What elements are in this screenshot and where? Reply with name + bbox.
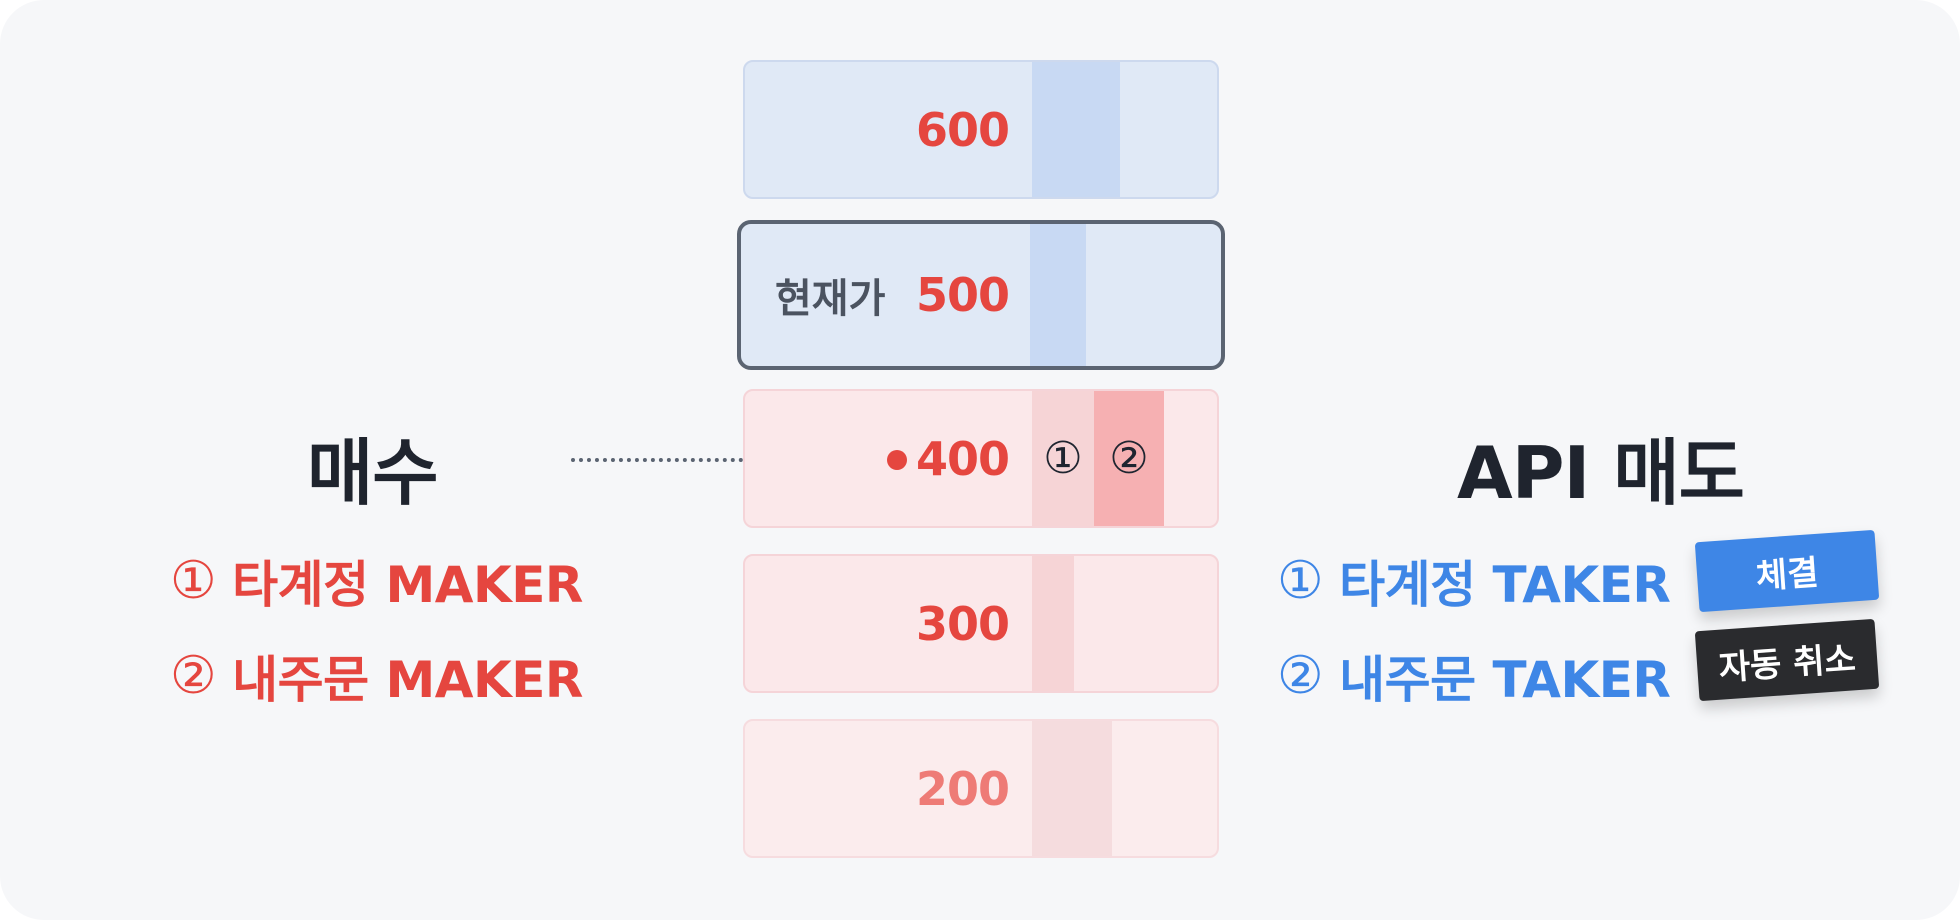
marker-1: ① bbox=[1043, 433, 1083, 484]
buy-title: 매수 bbox=[307, 431, 438, 515]
volume-bar bbox=[1032, 721, 1112, 856]
orderbook-row-600: 600 bbox=[743, 60, 1219, 199]
price-label: 300 bbox=[915, 596, 1010, 651]
price-label: 400 bbox=[915, 431, 1010, 486]
filled-badge: 체결 bbox=[1694, 529, 1880, 613]
orderbook-row-current: 현재가 500 bbox=[737, 220, 1225, 370]
orderbook-row-300: 300 bbox=[743, 554, 1219, 693]
buy-item-2: ② 내주문 MAKER bbox=[170, 640, 583, 712]
num-1: ① bbox=[1277, 551, 1324, 611]
marker-2: ② bbox=[1109, 433, 1149, 484]
num-1: ① bbox=[170, 551, 217, 611]
active-price-dot bbox=[887, 450, 907, 470]
sell-item-1: ① 타계정 TAKER bbox=[1277, 545, 1671, 617]
buy-item-2-label: 내주문 MAKER bbox=[232, 651, 583, 709]
volume-bar bbox=[1030, 224, 1086, 366]
other-account-maker-volume bbox=[1032, 391, 1094, 526]
auto-cancel-badge: 자동 취소 bbox=[1694, 618, 1880, 702]
num-2: ② bbox=[170, 646, 217, 706]
buy-item-1: ① 타계정 MAKER bbox=[170, 545, 583, 617]
sell-item-1-label: 타계정 TAKER bbox=[1339, 556, 1671, 614]
orderbook-row-400: 400 ① ② bbox=[743, 389, 1219, 528]
orderbook-row-200: 200 bbox=[743, 719, 1219, 858]
sell-title: API 매도 bbox=[1457, 431, 1745, 515]
current-price-label: 현재가 bbox=[775, 276, 886, 322]
price-label: 600 bbox=[915, 102, 1010, 157]
sell-item-2: ② 내주문 TAKER bbox=[1277, 640, 1671, 712]
price-label: 200 bbox=[915, 761, 1010, 816]
volume-bar bbox=[1032, 62, 1120, 197]
buy-item-1-label: 타계정 MAKER bbox=[232, 556, 583, 614]
current-price: 500 bbox=[915, 268, 1010, 322]
sell-item-2-label: 내주문 TAKER bbox=[1339, 651, 1671, 709]
connector-line bbox=[571, 458, 743, 462]
volume-bar bbox=[1032, 556, 1074, 691]
num-2: ② bbox=[1277, 646, 1324, 706]
my-order-maker-volume bbox=[1094, 391, 1164, 526]
